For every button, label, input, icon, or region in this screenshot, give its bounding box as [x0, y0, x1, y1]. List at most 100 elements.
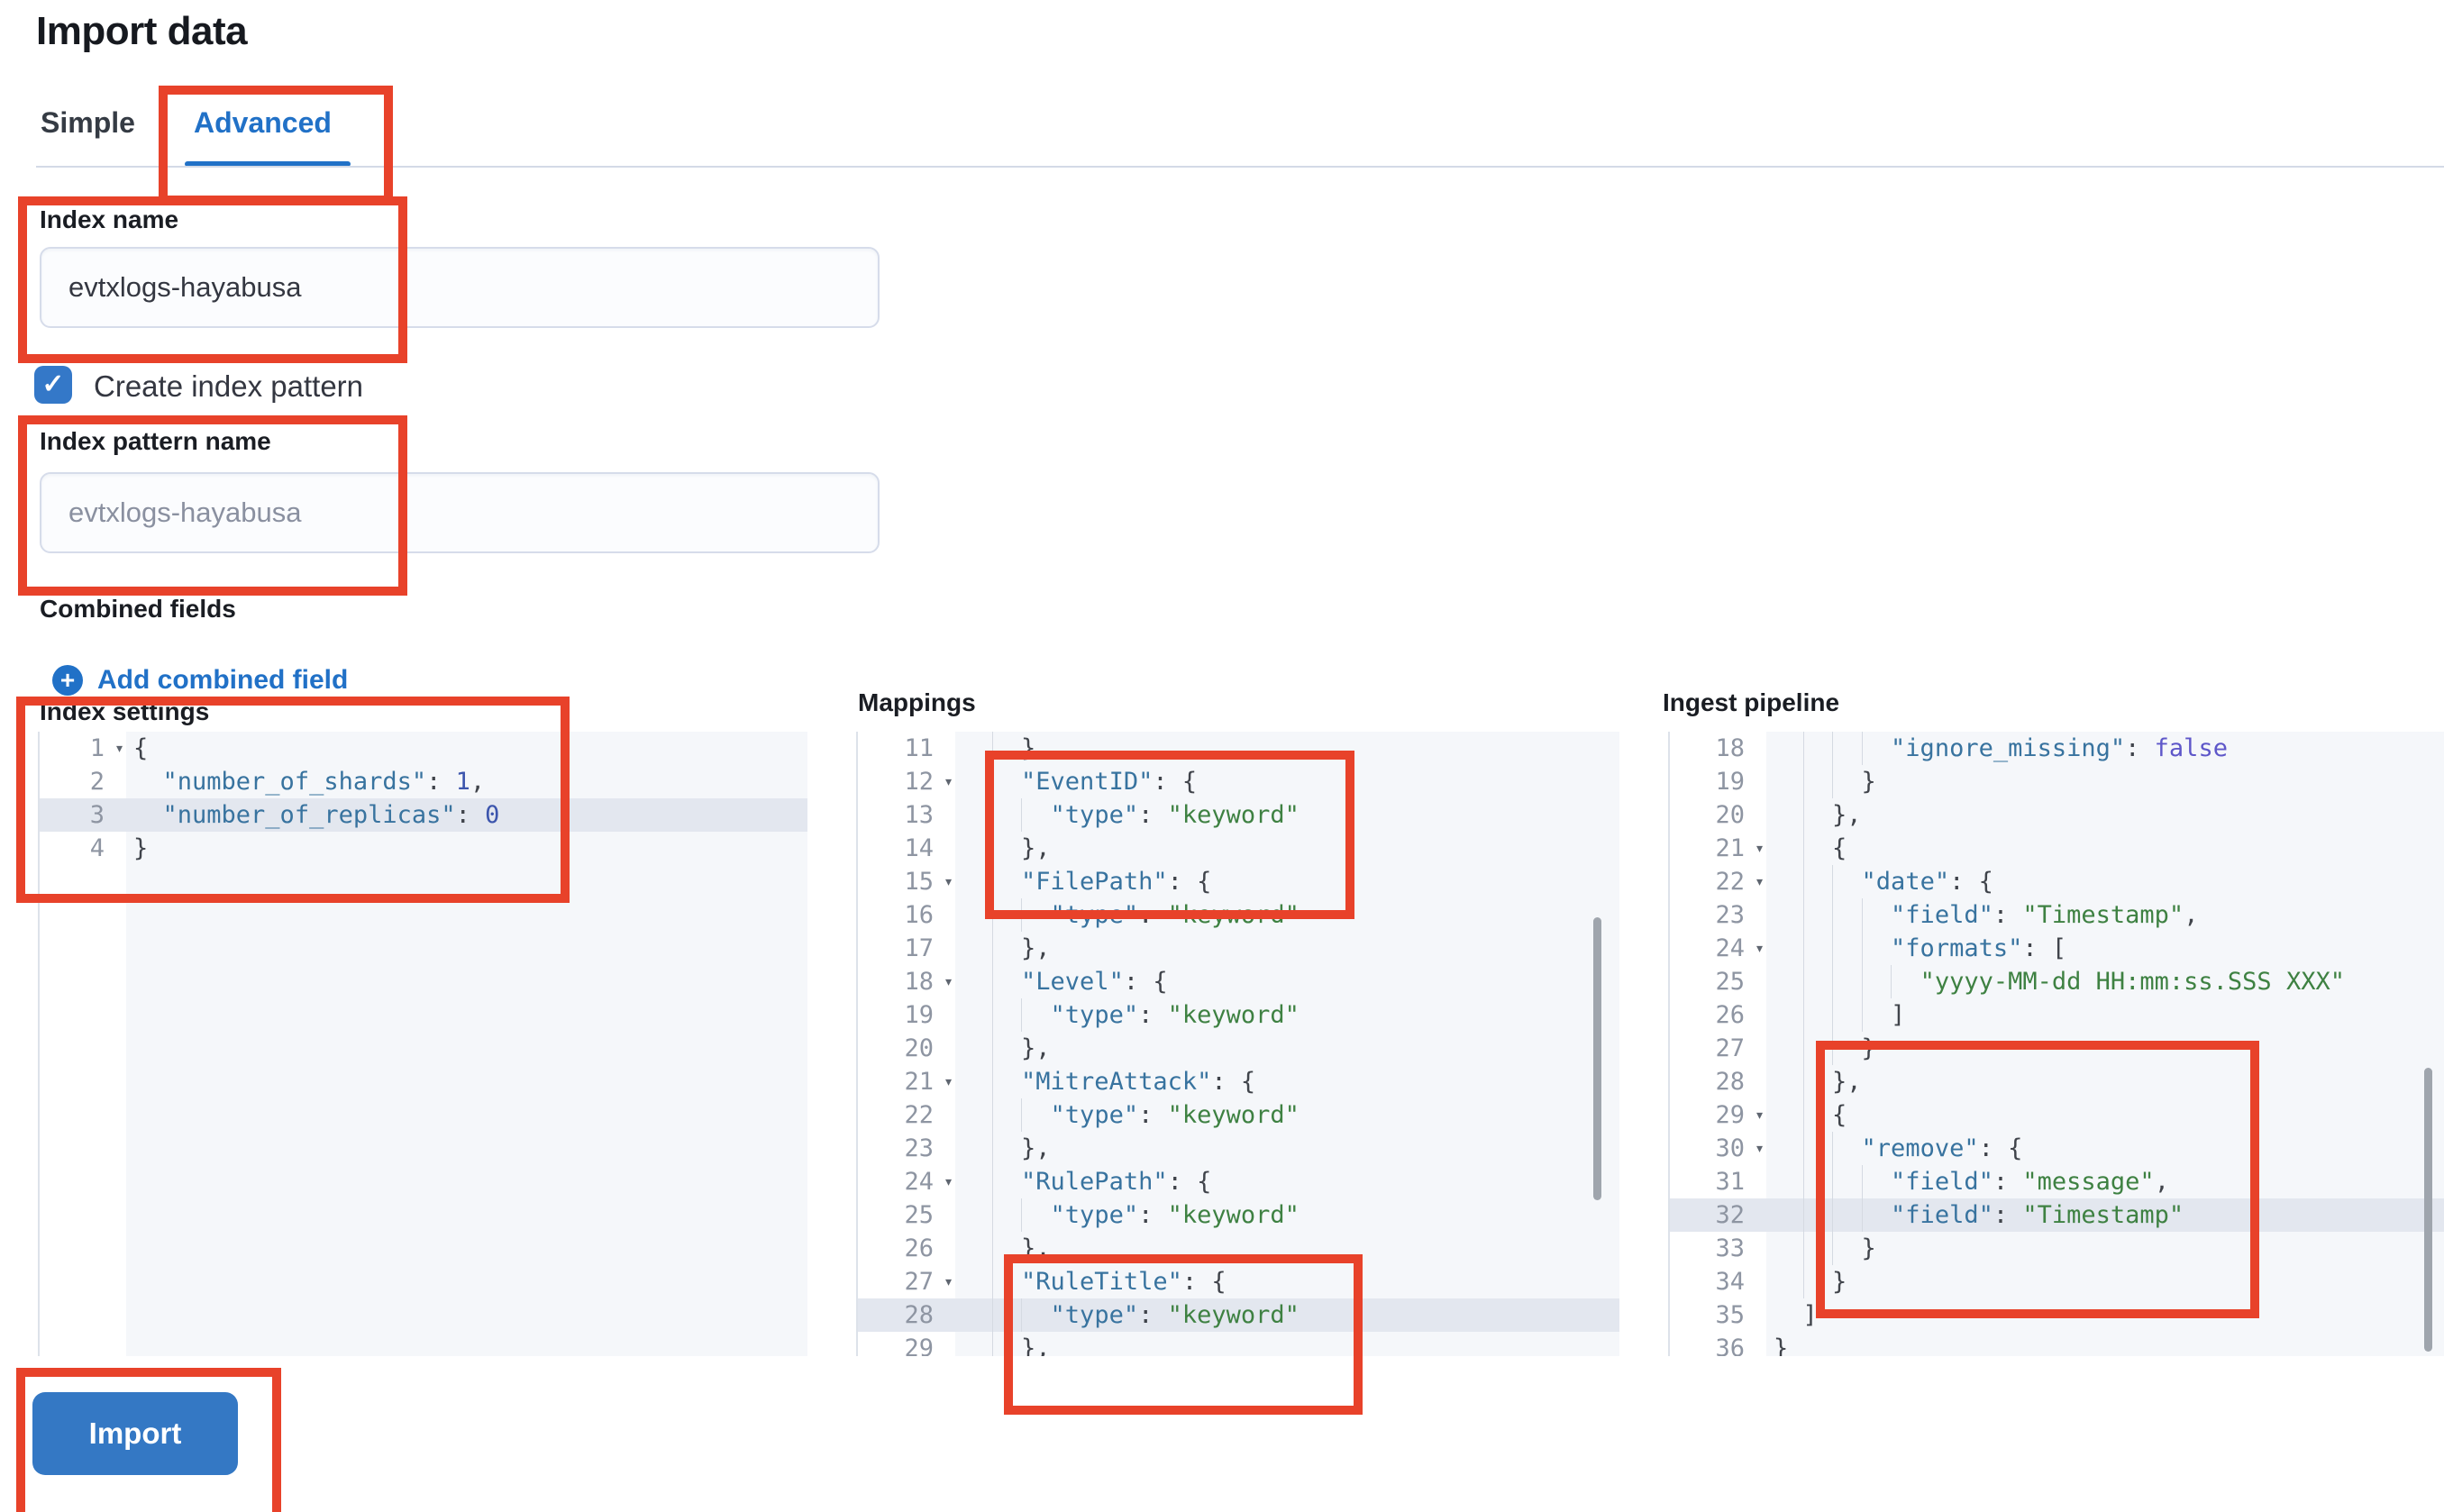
code-line: }: [1766, 765, 2444, 798]
indent-guide: [1802, 1065, 1804, 1098]
code-line: },: [1766, 1065, 2444, 1098]
code-line: "formats": [: [1766, 932, 2444, 965]
fold-arrow-icon[interactable]: ▾: [1755, 872, 1765, 891]
code-line: "number_of_replicas": 0: [126, 798, 807, 832]
code-line: },: [955, 1332, 1619, 1356]
code-line: "remove": {: [1766, 1132, 2444, 1165]
fold-arrow-icon[interactable]: ▾: [1755, 1139, 1765, 1158]
indent-guide: [1891, 965, 1892, 998]
fold-arrow-icon[interactable]: ▾: [944, 972, 953, 991]
line-number: 16: [904, 901, 934, 929]
index-name-input[interactable]: [40, 247, 880, 328]
indent-guide: [1802, 898, 1804, 932]
settings-code[interactable]: { "number_of_shards": 1, "number_of_repl…: [126, 732, 807, 1356]
code-line: },: [955, 1232, 1619, 1265]
ingest-code[interactable]: "ignore_missing": false } }, { "date": {…: [1766, 732, 2444, 1356]
mappings-scrollbar[interactable]: [1593, 917, 1601, 1200]
code-line: }: [1774, 1334, 1789, 1356]
line-number: 19: [904, 1001, 934, 1029]
indent-guide: [1832, 965, 1833, 998]
fold-arrow-icon[interactable]: ▾: [114, 739, 124, 758]
annotation-box-advanced-tab: [159, 86, 393, 205]
code-line: "RulePath": {: [955, 1165, 1619, 1198]
indent-guide: [1802, 765, 1804, 798]
add-combined-field-link[interactable]: + Add combined field: [52, 665, 348, 696]
indent-guide: [1802, 1265, 1804, 1298]
indent-guide: [991, 1165, 993, 1198]
code-line: ]: [1766, 998, 2444, 1032]
line-number: 3: [40, 798, 126, 832]
fold-arrow-icon[interactable]: ▾: [1755, 1106, 1765, 1125]
indent-guide: [1861, 1198, 1863, 1232]
indent-guide: [991, 898, 993, 932]
fold-arrow-icon[interactable]: ▾: [1755, 839, 1765, 858]
indent-guide: [991, 965, 993, 998]
line-number: 25: [904, 1201, 934, 1229]
code-line: {: [1766, 832, 2444, 865]
fold-arrow-icon[interactable]: ▾: [944, 772, 953, 791]
tab-advanced[interactable]: Advanced: [194, 106, 332, 139]
indent-guide: [991, 832, 993, 865]
index-pattern-name-input[interactable]: [40, 472, 880, 553]
fold-arrow-icon[interactable]: ▾: [944, 1072, 953, 1091]
line-number: 14: [904, 834, 934, 862]
line-number: 21▾: [858, 1065, 955, 1098]
code-line: ]: [1774, 1301, 1818, 1329]
create-index-pattern-checkbox[interactable]: ✓: [34, 366, 72, 404]
tabs-divider: [36, 166, 2444, 168]
line-number: 26: [904, 1234, 934, 1262]
line-number: 28: [858, 1298, 955, 1332]
indent-guide: [1832, 1198, 1833, 1232]
add-combined-field-label: Add combined field: [97, 665, 349, 695]
line-number: 36: [1715, 1334, 1745, 1356]
line-number: 24▾: [1670, 932, 1766, 965]
indent-guide: [991, 1265, 993, 1298]
code-line: "field": "Timestamp",: [1766, 898, 2444, 932]
fold-arrow-icon[interactable]: ▾: [1755, 939, 1765, 958]
code-line: "type": "keyword": [955, 1098, 1619, 1132]
code-line: }: [133, 834, 149, 862]
code-line: "MitreAttack": {: [955, 1065, 1619, 1098]
ingest-pipeline-label: Ingest pipeline: [1663, 688, 1840, 716]
indent-guide: [1802, 932, 1804, 965]
line-number: 19: [1715, 768, 1745, 796]
indent-guide: [991, 765, 993, 798]
indent-guide: [991, 1198, 993, 1232]
indent-guide: [1861, 965, 1863, 998]
indent-guide: [991, 1065, 993, 1098]
code-line: "type": "keyword": [955, 998, 1619, 1032]
line-number: 15▾: [858, 865, 955, 898]
line-number: 23: [1715, 901, 1745, 929]
line-number: 35: [1715, 1301, 1745, 1329]
indent-guide: [1802, 1198, 1804, 1232]
code-line: "type": "keyword": [955, 898, 1619, 932]
code-line: },: [955, 732, 1619, 765]
indent-guide: [1832, 898, 1833, 932]
line-number: 28: [1715, 1068, 1745, 1096]
line-number: 31: [1715, 1168, 1745, 1196]
line-number: 25: [1715, 968, 1745, 996]
indent-guide: [991, 1098, 993, 1132]
line-number: 32: [1670, 1198, 1766, 1232]
fold-arrow-icon[interactable]: ▾: [944, 1272, 953, 1291]
ingest-scrollbar[interactable]: [2424, 1068, 2432, 1352]
code-line: "field": "Timestamp": [1766, 1198, 2444, 1232]
line-number: 33: [1715, 1234, 1745, 1262]
code-line: "field": "message",: [1766, 1165, 2444, 1198]
tab-simple[interactable]: Simple: [41, 106, 135, 139]
fold-arrow-icon[interactable]: ▾: [944, 1172, 953, 1191]
indent-guide: [1861, 898, 1863, 932]
fold-arrow-icon[interactable]: ▾: [944, 872, 953, 891]
mappings-code[interactable]: }, "EventID": { "type": "keyword" }, "Fi…: [955, 732, 1619, 1356]
indent-guide: [1802, 1032, 1804, 1065]
line-number: 11: [904, 734, 934, 762]
line-number: 26: [1715, 1001, 1745, 1029]
indent-guide: [1802, 832, 1804, 865]
import-button[interactable]: Import: [32, 1392, 238, 1475]
line-number: 18: [1715, 734, 1745, 762]
